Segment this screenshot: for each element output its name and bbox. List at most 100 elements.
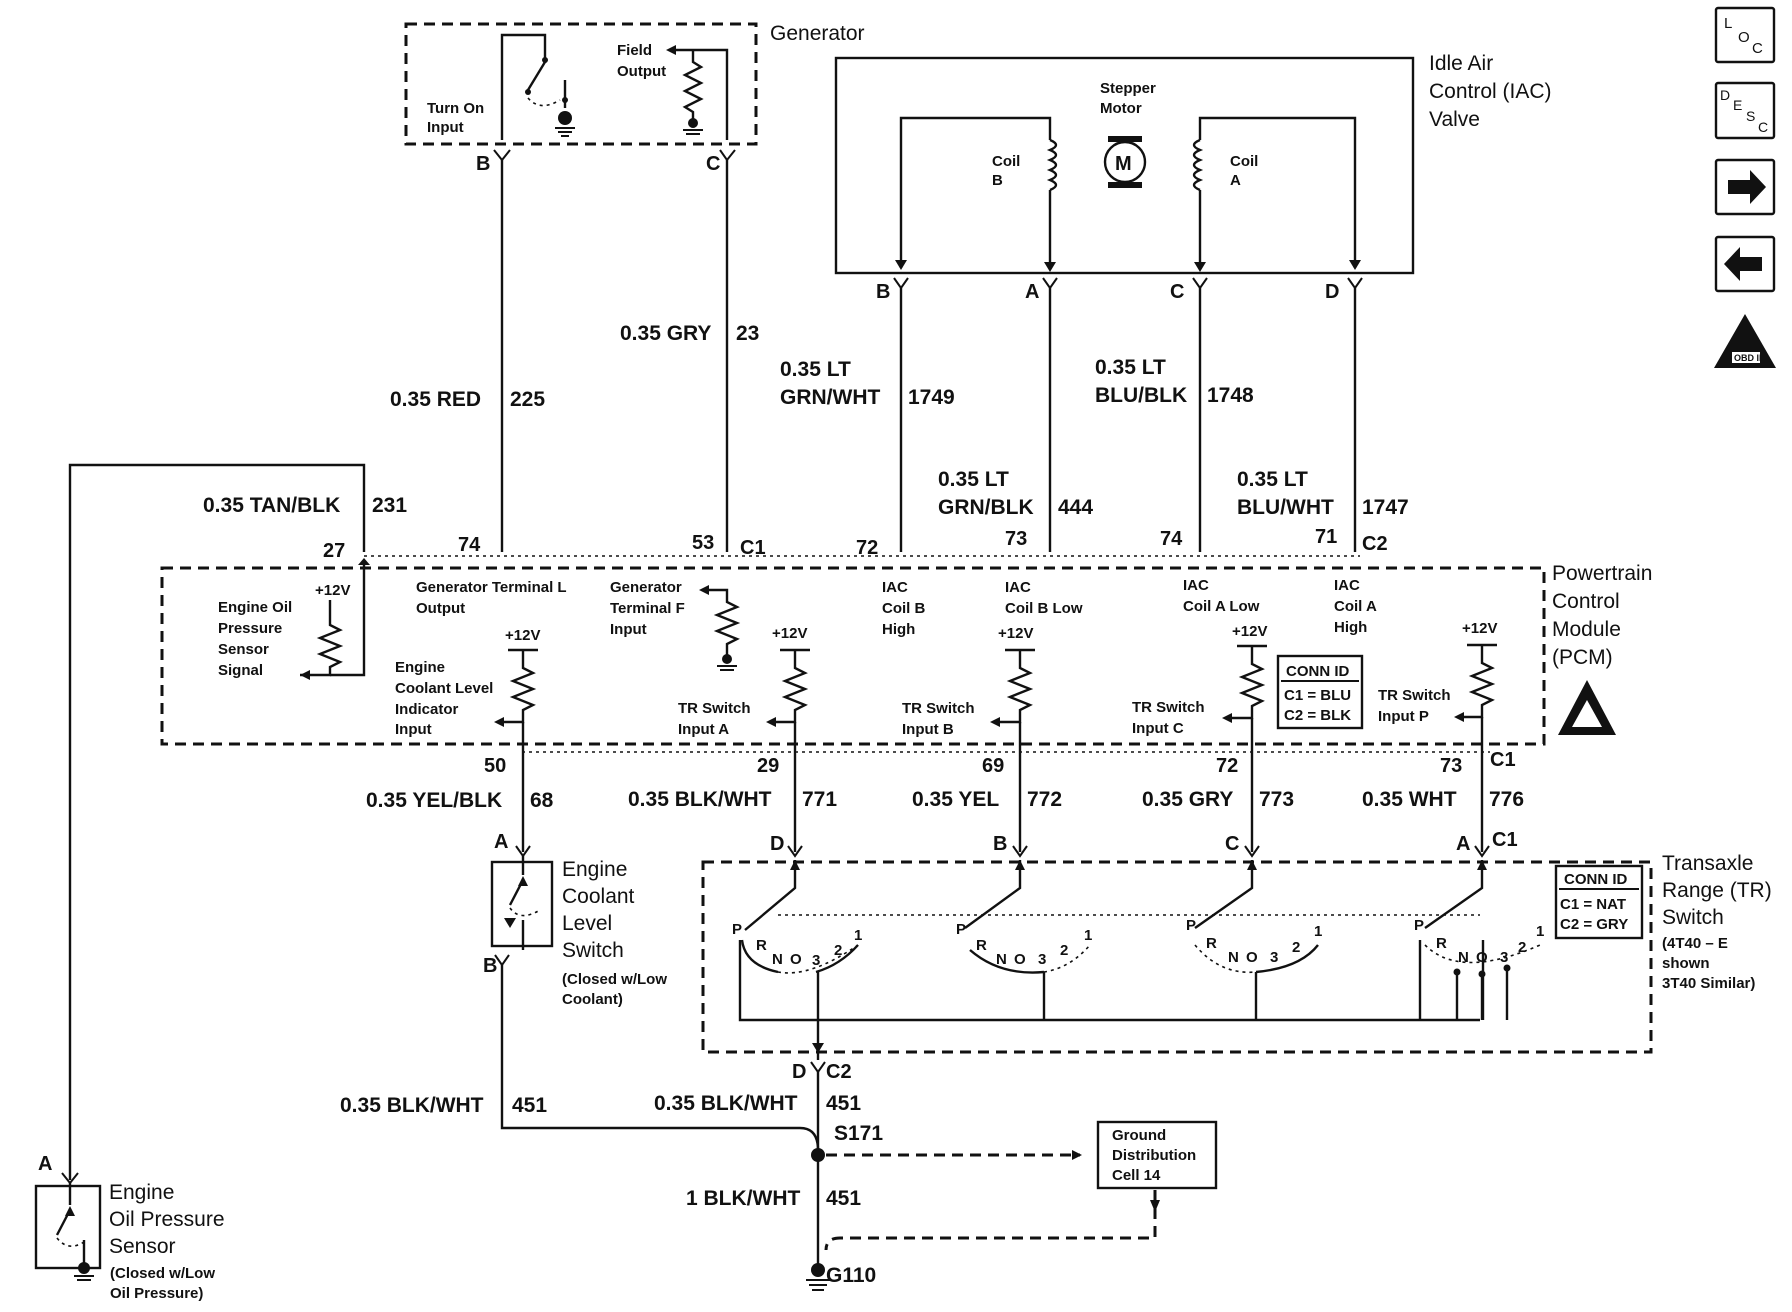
oil-sensor-note-2: Oil Pressure) xyxy=(110,1285,203,1302)
oil-sensor-outline xyxy=(34,1184,102,1270)
oil-sensor-note-1: (Closed w/Low xyxy=(110,1265,215,1282)
oil-sensor-title-1: Engine xyxy=(109,1181,174,1204)
iac-outline xyxy=(834,56,1415,275)
wire-label-23-circuit: 23 xyxy=(736,322,759,345)
pcm-title-4: (PCM) xyxy=(1552,646,1613,669)
tr-a-pos-1: 1 xyxy=(1536,923,1544,940)
upper-wires: 0.35 RED 225 0.35 GRY 23 0.35 LT GRN/WHT… xyxy=(68,160,1409,1180)
next-arrow-button[interactable] xyxy=(1714,158,1776,216)
wire-label-1748-gauge-1: 0.35 LT xyxy=(1095,356,1166,379)
tr-c-pos-2: 2 xyxy=(1292,939,1300,956)
tr-section-c: P R N O 3 2 1 xyxy=(1186,860,1322,1020)
ground-point-label: G110 xyxy=(826,1264,876,1287)
iac-a-high-1: IAC xyxy=(1334,577,1360,594)
conn-id-pcm-title: CONN ID xyxy=(1286,663,1350,680)
ground-dist-3: Cell 14 xyxy=(1112,1167,1161,1184)
iac-pin-a: A xyxy=(1025,281,1039,303)
desc-letter-e: E xyxy=(1733,97,1742,113)
ground-distribution-box xyxy=(1096,1120,1218,1190)
conn-id-tr-c2: C2 = GRY xyxy=(1560,916,1628,933)
wire-451-right-circuit: 451 xyxy=(826,1092,861,1115)
tr-input-p: +12V TR Switch Input P xyxy=(1378,620,1497,752)
oil-sensor-pin-a: A xyxy=(38,1153,52,1175)
loc-letter-c: C xyxy=(1752,40,1763,57)
generator-pin-c: C xyxy=(706,153,720,175)
wire-label-1749-circuit: 1749 xyxy=(908,386,955,409)
tr-switch: D B C A C1 P R N O 3 2 1 P R xyxy=(701,829,1772,1083)
pcm-bottom-connector-c1: C1 xyxy=(1490,749,1516,771)
description-button[interactable]: D E S C xyxy=(1714,81,1776,140)
tr-c-label-1: TR Switch xyxy=(1132,699,1205,716)
oil-label-2: Pressure xyxy=(218,620,282,637)
pcm-top-pin-53: 53 xyxy=(692,532,714,554)
tr-d-pos-p: P xyxy=(732,921,742,938)
turn-on-wire xyxy=(500,33,547,140)
iac-valve: Idle Air Control (IAC) Valve Stepper Mot… xyxy=(834,52,1552,303)
tr-c-pos-o: O xyxy=(1246,949,1258,966)
motor-symbol: M xyxy=(1115,153,1132,175)
coolant-note-1: (Closed w/Low xyxy=(562,971,667,988)
tr-note-2: shown xyxy=(1662,955,1710,972)
wire-label-1747-circuit: 1747 xyxy=(1362,496,1409,519)
tr-a-pullup-icon xyxy=(772,648,810,724)
coolant-label-4: Input xyxy=(395,721,432,738)
tr-top-pin-c: C xyxy=(1225,833,1239,855)
resistor-icon xyxy=(682,50,704,120)
gen-l-label-1: Generator Terminal L xyxy=(416,579,567,596)
supply-tr-a: +12V xyxy=(772,625,807,642)
wire-label-1749-gauge-1: 0.35 LT xyxy=(780,358,851,381)
ground-g110-icon xyxy=(806,1263,830,1291)
ground-dist-2: Distribution xyxy=(1112,1147,1196,1164)
tr-a-label-1: TR Switch xyxy=(678,700,751,717)
tr-b-pullup-icon xyxy=(996,648,1035,724)
iac-b-high-2: Coil B xyxy=(882,600,925,617)
gen-l-label-2: Output xyxy=(416,600,465,617)
pcm-bottom-pin-72: 72 xyxy=(1216,755,1238,777)
wire-label-231-gauge: 0.35 TAN/BLK xyxy=(203,494,340,517)
obd-label: OBD II xyxy=(1734,353,1762,363)
coolant-title-4: Switch xyxy=(562,939,624,962)
wire-label-225-circuit: 225 xyxy=(510,388,545,411)
tr-b-pos-r: R xyxy=(976,937,987,954)
tr-title-3: Switch xyxy=(1662,906,1724,929)
tr-a-pos-o: O xyxy=(1476,949,1488,966)
tr-bottom-connector-c2: C2 xyxy=(826,1061,852,1083)
coolant-note-2: Coolant) xyxy=(562,991,623,1008)
iac-pin-d: D xyxy=(1325,281,1339,303)
wire-label-444-gauge-1: 0.35 LT xyxy=(938,468,1009,491)
oil-label-3: Sensor xyxy=(218,641,269,658)
tr-input-a: +12V TR Switch Input A xyxy=(678,625,810,752)
tr-b-pos-3: 3 xyxy=(1038,951,1046,968)
esd-warning-icon xyxy=(1558,680,1616,735)
obd-ii-button[interactable]: OBD II xyxy=(1714,314,1776,368)
gen-f-label-3: Input xyxy=(610,621,647,638)
previous-arrow-button[interactable] xyxy=(1714,235,1776,293)
tr-input-c: +12V TR Switch Input C xyxy=(1132,623,1267,752)
turn-on-input-label-1: Turn On xyxy=(427,100,484,117)
tr-b-pos-p: P xyxy=(956,921,966,938)
wire-label-1749-gauge-2: GRN/WHT xyxy=(780,386,880,409)
loc-letter-o: O xyxy=(1738,29,1750,46)
motor-icon: M xyxy=(1103,136,1147,188)
tr-a-pos-n: N xyxy=(1458,949,1469,966)
switch-link-icon xyxy=(527,97,561,107)
generator-pin-b: B xyxy=(476,153,490,175)
tr-d-pos-2: 2 xyxy=(834,942,842,959)
oil-sensor-switch-icon xyxy=(55,1183,86,1265)
location-button[interactable]: L O C xyxy=(1714,6,1776,64)
gen-f-resistor-icon xyxy=(705,588,741,655)
pcm-title-2: Control xyxy=(1552,590,1620,613)
lower-wires: 0.35 YEL/BLK 68 0.35 BLK/WHT 771 0.35 YE… xyxy=(366,752,1524,858)
wire-label-231-circuit: 231 xyxy=(372,494,407,517)
tr-b-pos-2: 2 xyxy=(1060,942,1068,959)
tr-p-label-2: Input P xyxy=(1378,708,1429,725)
oil-sensor-title-3: Sensor xyxy=(109,1235,176,1258)
pcm-bottom-pin-29: 29 xyxy=(757,755,779,777)
supply-coolant: +12V xyxy=(505,627,540,644)
pcm-outline xyxy=(160,566,1546,746)
coil-a-icon xyxy=(1192,138,1204,192)
tr-c-pos-r: R xyxy=(1206,935,1217,952)
tr-b-pos-1: 1 xyxy=(1084,927,1092,944)
conn-id-tr-c1: C1 = NAT xyxy=(1560,896,1626,913)
pcm-bottom-pin-69: 69 xyxy=(982,755,1004,777)
